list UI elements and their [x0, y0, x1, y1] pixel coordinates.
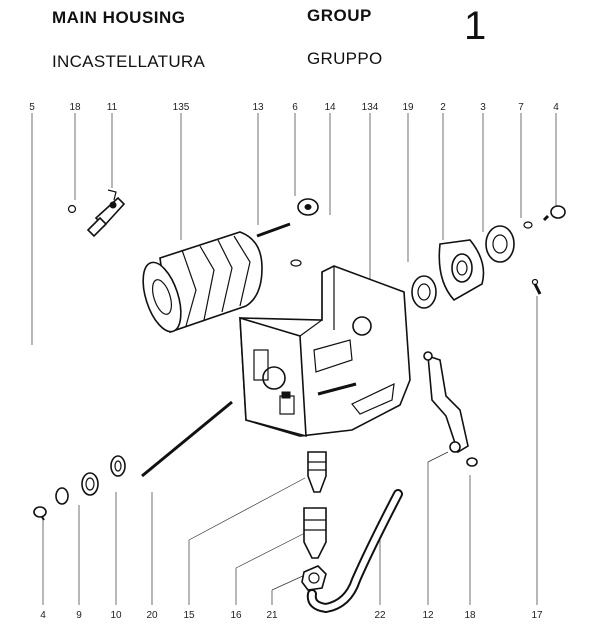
- callout-11: 11: [107, 102, 118, 113]
- callout-19: 19: [402, 102, 414, 113]
- callout-21: 21: [266, 610, 278, 621]
- part-fitting-15: [307, 451, 327, 493]
- callout-18-bottom: 18: [464, 610, 476, 621]
- callout-10: 10: [110, 610, 122, 621]
- part-washer-6: [297, 198, 319, 216]
- callout-3: 3: [480, 102, 486, 113]
- callout-22: 22: [374, 610, 386, 621]
- part-spring-9: [81, 472, 99, 496]
- part-hose-22: [306, 489, 403, 614]
- part-pin-7: [523, 221, 533, 229]
- part-screw-17: [531, 278, 542, 295]
- part-fork-11: [86, 189, 126, 238]
- group-number: 1: [464, 4, 487, 48]
- callout-15: 15: [183, 610, 195, 621]
- part-selector-drum-135: [142, 231, 263, 334]
- title-italian: INCASTELLATURA: [52, 52, 206, 71]
- callout-16: 16: [230, 610, 242, 621]
- part-clip-18: [67, 204, 77, 214]
- group-label-italian: GRUPPO: [307, 49, 383, 68]
- callout-14: 14: [324, 102, 336, 113]
- callout-134: 134: [362, 102, 379, 113]
- part-main-housing-134: [239, 265, 411, 438]
- callout-9: 9: [76, 610, 82, 621]
- callout-labels-top: 5 18 11 135 13 6 14 134 19 2 3 7 4: [29, 102, 559, 113]
- callout-12: 12: [422, 610, 434, 621]
- part-washer-9: [55, 487, 69, 505]
- group-label-english: GROUP: [307, 6, 372, 25]
- part-pin-13: [256, 222, 291, 238]
- part-washer-10: [110, 455, 126, 477]
- leader-lines: [31, 113, 557, 605]
- part-shaft-20: [141, 400, 235, 479]
- callout-4-top: 4: [553, 102, 559, 113]
- title-english: MAIN HOUSING: [52, 8, 186, 27]
- part-bearing-19: [411, 275, 437, 309]
- part-flange-2: [438, 239, 485, 302]
- callout-20: 20: [146, 610, 158, 621]
- part-nut-18: [466, 457, 478, 467]
- callout-5: 5: [29, 102, 35, 113]
- callout-4-bottom: 4: [40, 610, 46, 621]
- callout-2: 2: [440, 102, 446, 113]
- callout-18-top: 18: [69, 102, 81, 113]
- part-fitting-16: [303, 507, 327, 559]
- part-screw-4-bottom: [33, 506, 47, 521]
- part-clip-14: [290, 259, 302, 267]
- callout-17: 17: [531, 610, 543, 621]
- callout-135: 135: [173, 102, 190, 113]
- callout-6: 6: [292, 102, 298, 113]
- part-seal-3: [485, 225, 515, 263]
- part-screw-4-top: [542, 205, 566, 222]
- part-lever-12: [423, 351, 469, 454]
- callout-13: 13: [252, 102, 264, 113]
- callout-labels-bottom: 4 9 10 20 15 16 21 22 12 18 17: [40, 610, 543, 621]
- part-nut-21: [301, 565, 327, 591]
- callout-7: 7: [518, 102, 524, 113]
